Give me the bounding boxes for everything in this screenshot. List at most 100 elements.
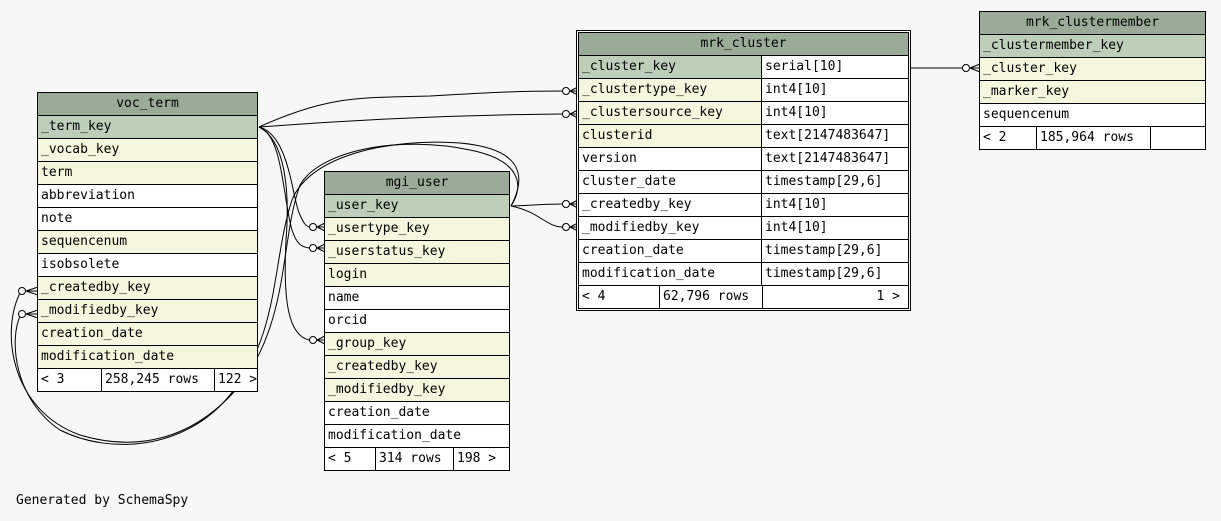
column-row[interactable]: _clustermember_key xyxy=(980,35,1205,58)
column-row[interactable]: login xyxy=(325,264,509,287)
crowfoot-circle xyxy=(309,223,317,231)
column-row[interactable]: abbreviation xyxy=(38,185,257,208)
column-name: _userstatus_key xyxy=(325,241,509,263)
column-name: creation_date xyxy=(38,323,257,345)
column-row[interactable]: name xyxy=(325,287,509,310)
column-row[interactable]: _usertype_key xyxy=(325,218,509,241)
link-term-usertype xyxy=(258,126,310,228)
crowfoot-circle xyxy=(962,64,970,72)
column-type: timestamp[29,6] xyxy=(761,263,908,285)
column-row[interactable]: note xyxy=(38,208,257,231)
column-name: _createdby_key xyxy=(38,277,257,299)
column-name: creation_date xyxy=(579,240,761,262)
column-name: _user_key xyxy=(325,195,509,217)
column-row[interactable]: creation_date xyxy=(325,402,509,425)
column-type: serial[10] xyxy=(761,56,908,78)
column-row[interactable]: modification_date xyxy=(325,425,509,448)
column-row[interactable]: sequencenum xyxy=(980,104,1205,127)
parents-count[interactable]: < 4 xyxy=(582,289,606,304)
column-row[interactable]: creation_date xyxy=(38,323,257,346)
column-name: modification_date xyxy=(325,425,509,447)
column-type: text[2147483647] xyxy=(761,125,908,147)
column-row[interactable]: _createdby_key xyxy=(325,356,509,379)
crowfoot xyxy=(25,286,39,296)
column-name: version xyxy=(579,148,761,170)
children-count[interactable]: 198 > xyxy=(453,448,509,470)
column-row[interactable]: _cluster_key xyxy=(980,58,1205,81)
row-count: 185,964 rows xyxy=(1036,127,1150,149)
crowfoot-circle xyxy=(562,223,570,231)
link-user-termcreatedby xyxy=(10,143,519,443)
table-name[interactable]: mrk_cluster xyxy=(579,33,908,56)
children-count[interactable] xyxy=(1150,127,1205,149)
column-row[interactable]: _modifiedby_key xyxy=(325,379,509,402)
column-row[interactable]: _user_key xyxy=(325,195,509,218)
column-type: timestamp[29,6] xyxy=(761,171,908,193)
column-row[interactable]: isobsolete xyxy=(38,254,257,277)
table-name[interactable]: voc_term xyxy=(38,93,257,116)
column-name: modification_date xyxy=(579,263,761,285)
column-row[interactable]: _vocab_key xyxy=(38,139,257,162)
column-name: _createdby_key xyxy=(579,194,761,216)
link-user-modifiedby xyxy=(510,205,563,228)
parents-count[interactable]: < 2 xyxy=(983,130,1007,145)
link-term-group xyxy=(258,126,310,341)
column-name: _vocab_key xyxy=(38,139,257,161)
column-row[interactable]: _group_key xyxy=(325,333,509,356)
column-type: timestamp[29,6] xyxy=(761,240,908,262)
table-name[interactable]: mrk_clustermember xyxy=(980,12,1205,35)
crowfoot xyxy=(316,243,326,253)
crowfoot xyxy=(969,63,981,73)
table-mrk-clustermember[interactable]: mrk_clustermember_clustermember_key_clus… xyxy=(979,11,1206,150)
column-row[interactable]: orcid xyxy=(325,310,509,333)
column-type: int4[10] xyxy=(761,194,908,216)
column-row[interactable]: _userstatus_key xyxy=(325,241,509,264)
column-row[interactable]: sequencenum xyxy=(38,231,257,254)
link-term-clustertype xyxy=(258,90,563,128)
column-row[interactable]: _createdby_key xyxy=(38,277,257,300)
crowfoot-circle xyxy=(18,287,26,295)
column-name: _modifiedby_key xyxy=(38,300,257,322)
column-name: _modifiedby_key xyxy=(579,217,761,239)
crowfoot-circle xyxy=(562,110,570,118)
column-row[interactable]: _marker_key xyxy=(980,81,1205,104)
column-row[interactable]: term xyxy=(38,162,257,185)
column-name: clusterid xyxy=(579,125,761,147)
parents-count[interactable]: < 3 xyxy=(41,372,65,387)
column-name: _modifiedby_key xyxy=(325,379,509,401)
children-count[interactable]: 122 > xyxy=(214,369,257,391)
column-name: orcid xyxy=(325,310,509,332)
table-mgi-user[interactable]: mgi_user_user_key_usertype_key_userstatu… xyxy=(324,171,510,471)
column-row[interactable]: _modifiedby_key xyxy=(38,300,257,323)
column-name: cluster_date xyxy=(579,171,761,193)
column-type: int4[10] xyxy=(761,79,908,101)
column-name: abbreviation xyxy=(38,185,257,207)
crowfoot-circle xyxy=(562,200,570,208)
column-name: term xyxy=(38,162,257,184)
column-row[interactable]: _term_key xyxy=(38,116,257,139)
column-name: _term_key xyxy=(38,116,257,138)
parents-count[interactable]: < 5 xyxy=(328,451,352,466)
table-name[interactable]: mgi_user xyxy=(325,172,509,195)
row-count: 258,245 rows xyxy=(101,369,214,391)
link-user-termmodifiedby xyxy=(14,141,520,445)
column-row[interactable]: modification_date xyxy=(38,346,257,369)
crowfoot xyxy=(25,309,39,319)
children-count[interactable]: 1 > xyxy=(762,286,908,308)
column-name: name xyxy=(325,287,509,309)
row-count: 62,796 rows xyxy=(659,286,762,308)
column-name: _clustermember_key xyxy=(980,35,1205,57)
